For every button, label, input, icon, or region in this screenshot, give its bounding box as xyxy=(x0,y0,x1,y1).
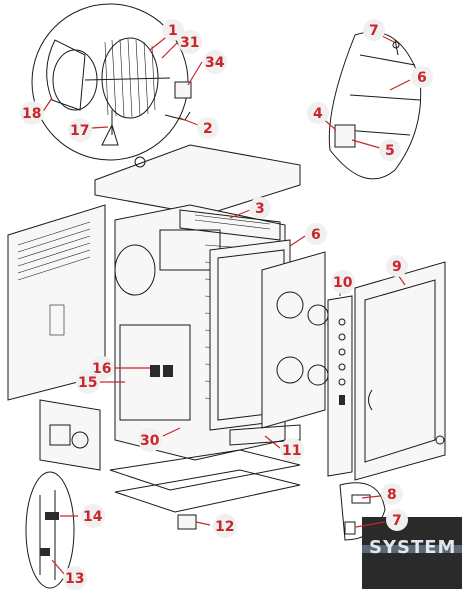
svg-text:8: 8 xyxy=(387,487,397,503)
callout-13: 13 xyxy=(63,566,87,590)
callout-5: 5 xyxy=(379,139,401,161)
callout-9: 9 xyxy=(386,255,408,277)
callout-11: 11 xyxy=(280,438,304,462)
callout-30: 30 xyxy=(138,428,162,452)
callout-6-mid: 6 xyxy=(305,223,327,245)
callout-12: 12 xyxy=(213,514,237,538)
callout-8: 8 xyxy=(381,483,403,505)
control-panel xyxy=(307,295,353,477)
svg-text:2: 2 xyxy=(203,121,213,137)
left-side-panel xyxy=(7,204,106,401)
callout-17: 17 xyxy=(68,118,92,142)
front-door xyxy=(354,261,446,481)
svg-text:17: 17 xyxy=(70,123,89,139)
svg-text:15: 15 xyxy=(78,375,97,391)
callout-14: 14 xyxy=(81,504,105,528)
svg-text:7: 7 xyxy=(369,23,379,39)
svg-text:12: 12 xyxy=(215,519,234,535)
foot-detail-inset xyxy=(25,471,75,589)
svg-text:14: 14 xyxy=(83,509,103,525)
svg-text:4: 4 xyxy=(313,106,323,122)
callout-7-bottom: 7 xyxy=(386,509,408,531)
baffle-panel xyxy=(261,251,326,429)
base-plate xyxy=(109,424,301,530)
callout-6-top: 6 xyxy=(411,66,433,88)
callout-1: 1 xyxy=(162,19,184,41)
callout-labels: 1 31 34 18 17 2 7 6 4 5 3 6 10 9 16 15 3… xyxy=(20,19,433,590)
callout-18: 18 xyxy=(20,101,44,125)
fan-detail-inset xyxy=(31,3,192,161)
hinge-part-inset xyxy=(339,482,386,541)
svg-text:10: 10 xyxy=(333,275,353,291)
electrical-box xyxy=(39,399,101,471)
svg-text:34: 34 xyxy=(205,55,225,71)
callout-15: 15 xyxy=(76,370,100,394)
system-logo: SYSTEM xyxy=(362,517,462,589)
svg-text:7: 7 xyxy=(392,513,402,529)
svg-text:1: 1 xyxy=(168,23,178,39)
svg-text:9: 9 xyxy=(392,259,402,275)
svg-text:13: 13 xyxy=(65,571,84,587)
svg-text:16: 16 xyxy=(92,361,111,377)
callout-3: 3 xyxy=(249,197,271,219)
svg-text:6: 6 xyxy=(311,227,321,243)
callout-4: 4 xyxy=(307,102,329,124)
svg-text:6: 6 xyxy=(417,70,427,86)
top-cover xyxy=(94,144,301,216)
callout-31: 31 xyxy=(178,30,202,54)
callout-10: 10 xyxy=(331,270,355,294)
hinge-detail-inset xyxy=(328,31,422,180)
svg-text:30: 30 xyxy=(140,433,160,449)
svg-text:18: 18 xyxy=(22,106,41,122)
svg-text:5: 5 xyxy=(385,143,395,159)
callout-7-top: 7 xyxy=(363,19,385,41)
svg-text:31: 31 xyxy=(180,35,199,51)
callout-2: 2 xyxy=(197,117,219,139)
svg-text:3: 3 xyxy=(255,201,265,217)
svg-text:11: 11 xyxy=(282,443,301,459)
callout-34: 34 xyxy=(203,50,227,74)
logo-text: SYSTEM xyxy=(369,537,456,558)
